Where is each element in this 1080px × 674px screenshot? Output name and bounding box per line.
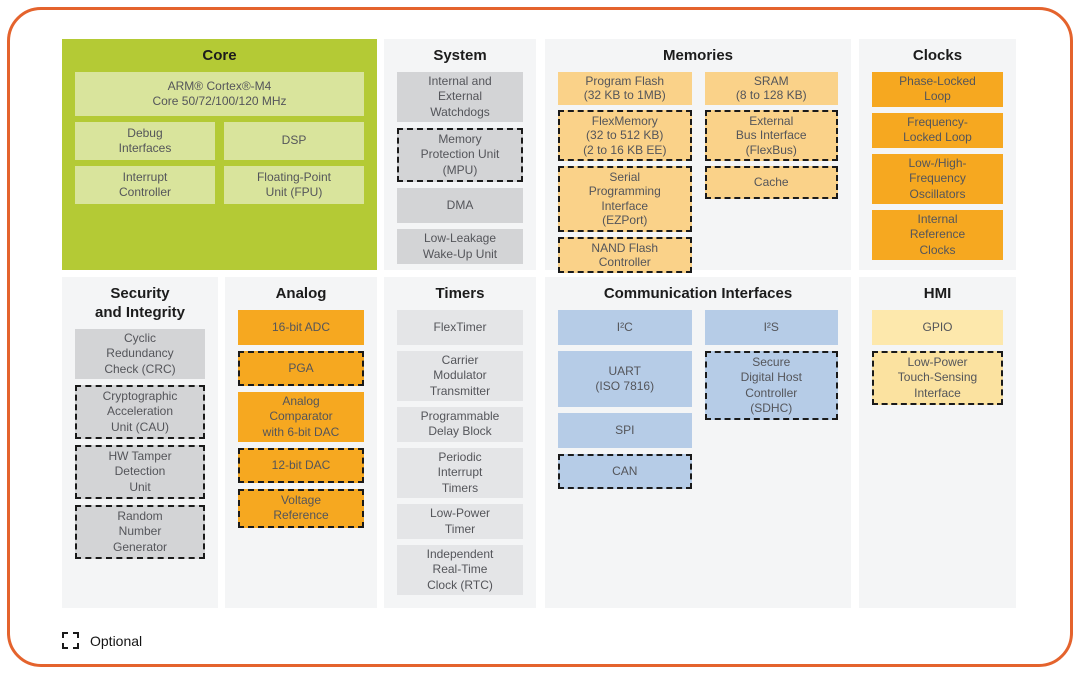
block-nand-flash-controller: NAND Flash Controller — [558, 236, 692, 274]
section-clocks: Clocks Phase-Locked Loop Frequency- Lock… — [859, 39, 1016, 270]
block-12bit-dac: 12-bit DAC — [238, 447, 364, 483]
section-memories-title: Memories — [662, 47, 734, 64]
section-hmi-title: HMI — [923, 285, 952, 302]
block-low-leakage-wakeup-unit: Low-Leakage Wake-Up Unit — [397, 229, 523, 265]
block-programmable-delay-block: Programmable Delay Block — [397, 406, 523, 442]
comm-left-column: I²C UART (ISO 7816) SPI CAN — [558, 309, 692, 489]
block-dma: DMA — [397, 188, 523, 224]
block-cryptographic-acceleration-unit: Cryptographic Acceleration Unit (CAU) — [75, 384, 205, 439]
block-low-high-frequency-oscillators: Low-/High- Frequency Oscillators — [872, 153, 1003, 204]
block-serial-programming-interface-ezport: Serial Programming Interface (EZPort) — [558, 166, 692, 232]
block-sram: SRAM (8 to 128 KB) — [704, 71, 838, 105]
section-communication-interfaces: Communication Interfaces I²C UART (ISO 7… — [545, 277, 851, 608]
memories-left-column: Program Flash (32 KB to 1MB) FlexMemory … — [558, 71, 692, 274]
block-cyclic-redundancy-check: Cyclic Redundancy Check (CRC) — [75, 328, 205, 379]
block-i2s: I²S — [704, 309, 838, 345]
section-analog: Analog 16-bit ADC PGA Analog Comparator … — [225, 277, 377, 608]
legend-optional-label: Optional — [90, 632, 143, 649]
block-interrupt-controller: Interrupt Controller — [75, 165, 215, 204]
block-low-power-touch-sensing-interface: Low-Power Touch-Sensing Interface — [872, 350, 1003, 405]
section-core-title: Core — [202, 47, 237, 64]
block-voltage-reference: Voltage Reference — [238, 488, 364, 528]
block-floating-point-unit: Floating-Point Unit (FPU) — [224, 165, 364, 204]
block-external-bus-interface-flexbus: External Bus Interface (FlexBus) — [704, 109, 838, 162]
block-independent-real-time-clock: Independent Real-Time Clock (RTC) — [397, 545, 523, 596]
block-pga: PGA — [238, 350, 364, 386]
comm-right-column: I²S Secure Digital Host Controller (SDHC… — [704, 309, 838, 421]
block-analog-comparator-6bit-dac: Analog Comparator with 6-bit DAC — [238, 391, 364, 442]
section-clocks-title: Clocks — [912, 47, 963, 64]
block-flexmemory: FlexMemory (32 to 512 KB) (2 to 16 KB EE… — [558, 109, 692, 162]
block-uart-iso7816: UART (ISO 7816) — [558, 350, 692, 407]
block-i2c: I²C — [558, 309, 692, 345]
section-comm-title: Communication Interfaces — [603, 285, 793, 302]
legend-optional: Optional — [62, 632, 142, 649]
section-timers: Timers FlexTimer Carrier Modulator Trans… — [384, 277, 536, 608]
block-arm-cortex-m4-core: ARM® Cortex®-M4 Core 50/72/100/120 MHz — [75, 71, 364, 116]
block-low-power-timer: Low-Power Timer — [397, 504, 523, 540]
memories-right-column: SRAM (8 to 128 KB) External Bus Interfac… — [704, 71, 838, 200]
section-memories: Memories Program Flash (32 KB to 1MB) Fl… — [545, 39, 851, 274]
core-sub-blocks: Debug Interfaces DSP Interrupt Controlle… — [75, 121, 364, 204]
section-system-title: System — [433, 47, 487, 64]
section-security-and-integrity: Security and Integrity Cyclic Redundancy… — [62, 277, 218, 608]
block-periodic-interrupt-timers: Periodic Interrupt Timers — [397, 447, 523, 499]
section-system: System Internal and External Watchdogs M… — [384, 39, 536, 270]
block-gpio: GPIO — [872, 309, 1003, 345]
block-secure-digital-host-controller: Secure Digital Host Controller (SDHC) — [704, 350, 838, 421]
block-16bit-adc: 16-bit ADC — [238, 309, 364, 345]
block-random-number-generator: Random Number Generator — [75, 505, 205, 560]
section-analog-title: Analog — [275, 285, 327, 302]
block-can: CAN — [558, 453, 692, 489]
block-phase-locked-loop: Phase-Locked Loop — [872, 71, 1003, 107]
block-spi: SPI — [558, 412, 692, 448]
block-hw-tamper-detection-unit: HW Tamper Detection Unit — [75, 444, 205, 500]
block-debug-interfaces: Debug Interfaces — [75, 121, 215, 160]
section-timers-title: Timers — [435, 285, 485, 302]
block-flextimer: FlexTimer — [397, 309, 523, 345]
block-internal-reference-clocks: Internal Reference Clocks — [872, 209, 1003, 261]
section-security-title: Security and Integrity — [94, 285, 185, 321]
section-core: Core ARM® Cortex®-M4 Core 50/72/100/120 … — [62, 39, 377, 270]
block-dsp: DSP — [224, 121, 364, 160]
diagram-frame — [7, 7, 1073, 667]
block-frequency-locked-loop: Frequency- Locked Loop — [872, 112, 1003, 148]
block-internal-external-watchdogs: Internal and External Watchdogs — [397, 71, 523, 122]
section-hmi: HMI GPIO Low-Power Touch-Sensing Interfa… — [859, 277, 1016, 608]
block-carrier-modulator-transmitter: Carrier Modulator Transmitter — [397, 350, 523, 401]
block-program-flash: Program Flash (32 KB to 1MB) — [558, 71, 692, 105]
optional-dashed-box-icon — [62, 632, 79, 649]
block-cache: Cache — [704, 166, 838, 200]
block-memory-protection-unit: Memory Protection Unit (MPU) — [397, 127, 523, 183]
